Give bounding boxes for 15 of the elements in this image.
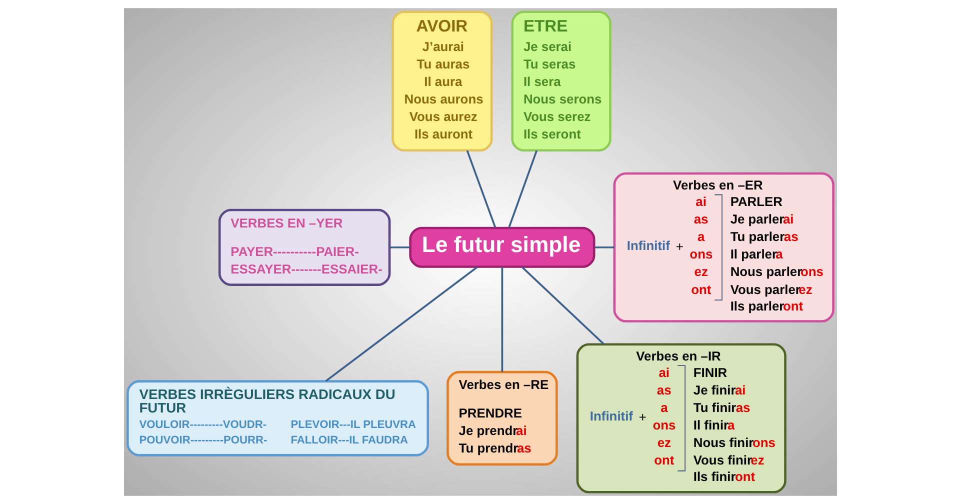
connector <box>500 267 503 372</box>
connector <box>508 150 538 228</box>
node-box: Verbes en –IR Infinitif + ai FINIR as Je finirai a Tu finiras ons Il finira ez Nous finirons ont Vous finirez Ils finiront <box>576 343 786 494</box>
node-box: Verbes en –ER Infinitif + ai PARLER as Je parlerai a Tu parleras ons Il parlera ez Nous parlerons ont Vous parlerez Ils parleront <box>612 172 834 322</box>
connector <box>389 246 410 248</box>
node-box: AVOIR J’aurai Tu auras Il aura Nous aurons Vous aurez Ils auront <box>391 10 492 152</box>
node-box: VERBES EN –YER PAYER----------PAIER- ESSAYER-------ESSAIER- <box>218 208 390 286</box>
node-box: Verbes en –RE PRENDRE Je prendrai Tu prendras <box>446 370 558 466</box>
node-box: VERBES IRRÈGULIERS RADICAUX DU FUTUR VOULOIR---------VOUDR- PLEVOIR---IL PLEUVRA POUVOIR---------POURR- FALLOIR---IL FAUDRA <box>126 380 428 456</box>
connector <box>324 266 478 382</box>
connector <box>594 246 614 248</box>
node-box: ETRE Je serai Tu seras Il sera Nous serons Vous serez Ils seront <box>510 10 611 152</box>
connector <box>520 266 604 345</box>
node-box: Le futur simple <box>408 226 595 268</box>
connector <box>466 150 496 228</box>
